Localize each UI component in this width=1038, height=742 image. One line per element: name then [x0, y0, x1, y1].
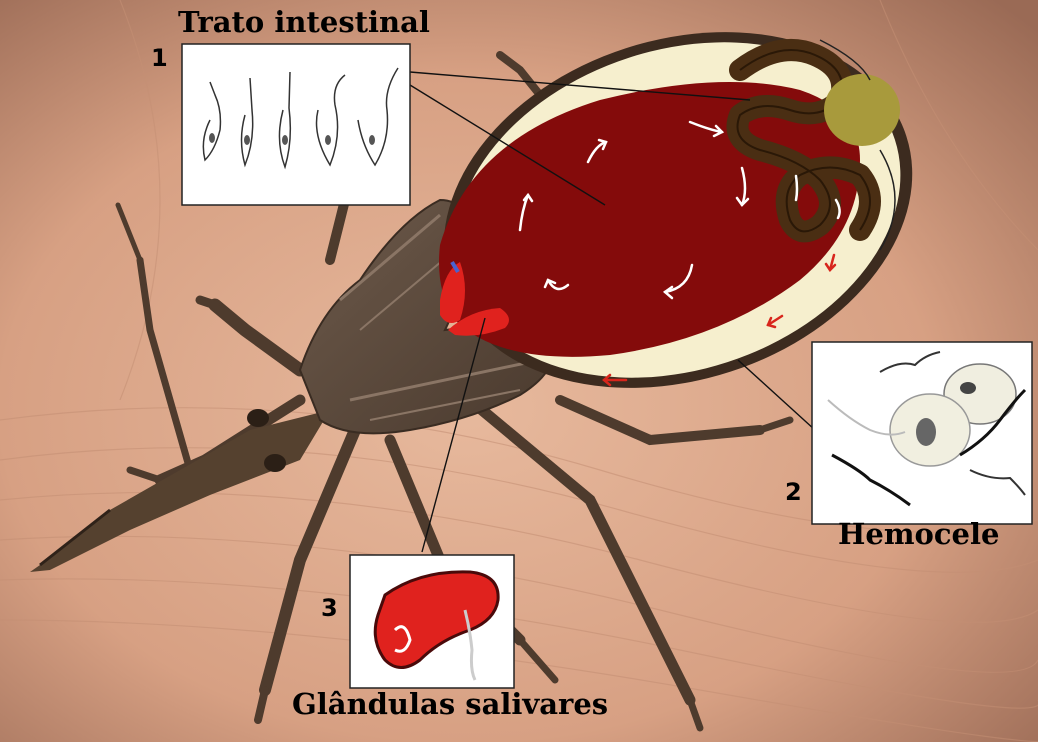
rectal-gland	[824, 74, 900, 146]
label-trato-intestinal: Trato intestinal	[178, 8, 430, 37]
label-glandulas-salivares: Glândulas salivares	[292, 690, 608, 719]
inset-salivary-glands	[350, 555, 514, 688]
step-number-3: 3	[321, 596, 338, 620]
step-number-2: 2	[785, 480, 802, 504]
step-number-1: 1	[151, 46, 168, 70]
label-hemocele: Hemocele	[838, 520, 999, 549]
inset-intestinal-tract	[182, 44, 410, 205]
inset-hemocoel	[812, 342, 1032, 524]
